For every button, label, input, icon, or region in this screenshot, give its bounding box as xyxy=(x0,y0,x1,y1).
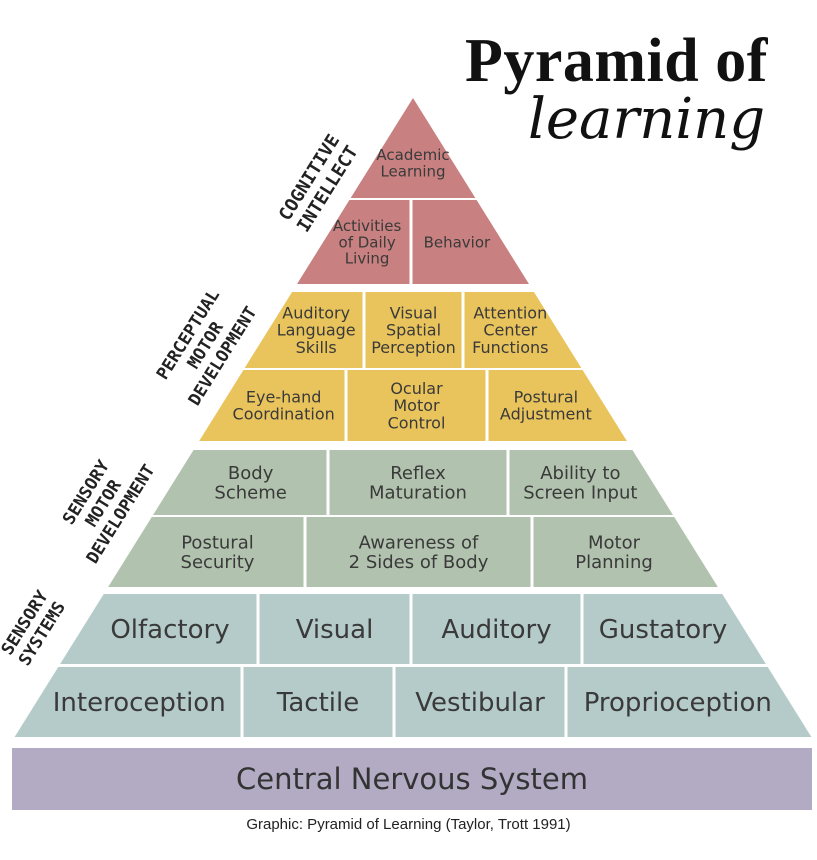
pyramid-cell-sensory_motor xyxy=(533,517,718,587)
side-label-sensory_systems: SENSORYSYSTEMS xyxy=(0,587,70,670)
pyramid-cell-label: Vestibular xyxy=(415,688,545,718)
pyramid-cell-sensory_systems xyxy=(412,594,581,664)
pyramid-cell-sensory_systems xyxy=(60,594,257,664)
pyramid-cell-sensory_systems xyxy=(243,667,393,737)
pyramid-cell-perceptual xyxy=(464,292,582,368)
pyramid-cell-sensory_systems xyxy=(567,667,812,737)
pyramid-cell-label: Olfactory xyxy=(110,615,229,645)
pyramid-cell-sensory_motor xyxy=(108,517,304,587)
pyramid-cell-label: Interoception xyxy=(53,688,226,718)
pyramid-cell-perceptual xyxy=(488,370,627,441)
central-nervous-system-bar xyxy=(12,748,812,810)
pyramid-cell-sensory_motor xyxy=(509,450,673,515)
pyramid-cell-perceptual xyxy=(347,370,486,441)
pyramid-cell-cognitive xyxy=(412,200,529,284)
pyramid-cell-label: Visual xyxy=(296,615,374,645)
pyramid-cell-sensory_motor xyxy=(153,450,327,515)
title-line-1: Pyramid of xyxy=(465,27,768,95)
pyramid-cell-sensory_systems xyxy=(14,667,241,737)
pyramid-cell-sensory_motor xyxy=(329,450,507,515)
pyramid-cell-label: Proprioception xyxy=(584,688,772,718)
pyramid-cell-perceptual xyxy=(199,370,345,441)
title-line-2: learning xyxy=(528,87,766,152)
pyramid-cell-label: Behavior xyxy=(424,233,491,251)
pyramid-cell-cognitive xyxy=(350,98,476,198)
pyramid-cell-label: Auditory xyxy=(441,615,551,645)
pyramid-cell-sensory_systems xyxy=(259,594,410,664)
pyramid-cell-sensory_systems xyxy=(583,594,766,664)
pyramid-cell-perceptual xyxy=(244,292,363,368)
pyramid-cell-cognitive xyxy=(297,200,410,284)
pyramid-cell-perceptual xyxy=(365,292,462,368)
central-nervous-system-label: Central Nervous System xyxy=(235,762,589,796)
pyramid-cell-sensory_motor xyxy=(306,517,531,587)
pyramid-cell-label: Gustatory xyxy=(599,615,727,645)
caption: Graphic: Pyramid of Learning (Taylor, Tr… xyxy=(246,816,571,833)
pyramid-cell-label: Tactile xyxy=(276,688,359,718)
pyramid-cell-sensory_systems xyxy=(395,667,565,737)
